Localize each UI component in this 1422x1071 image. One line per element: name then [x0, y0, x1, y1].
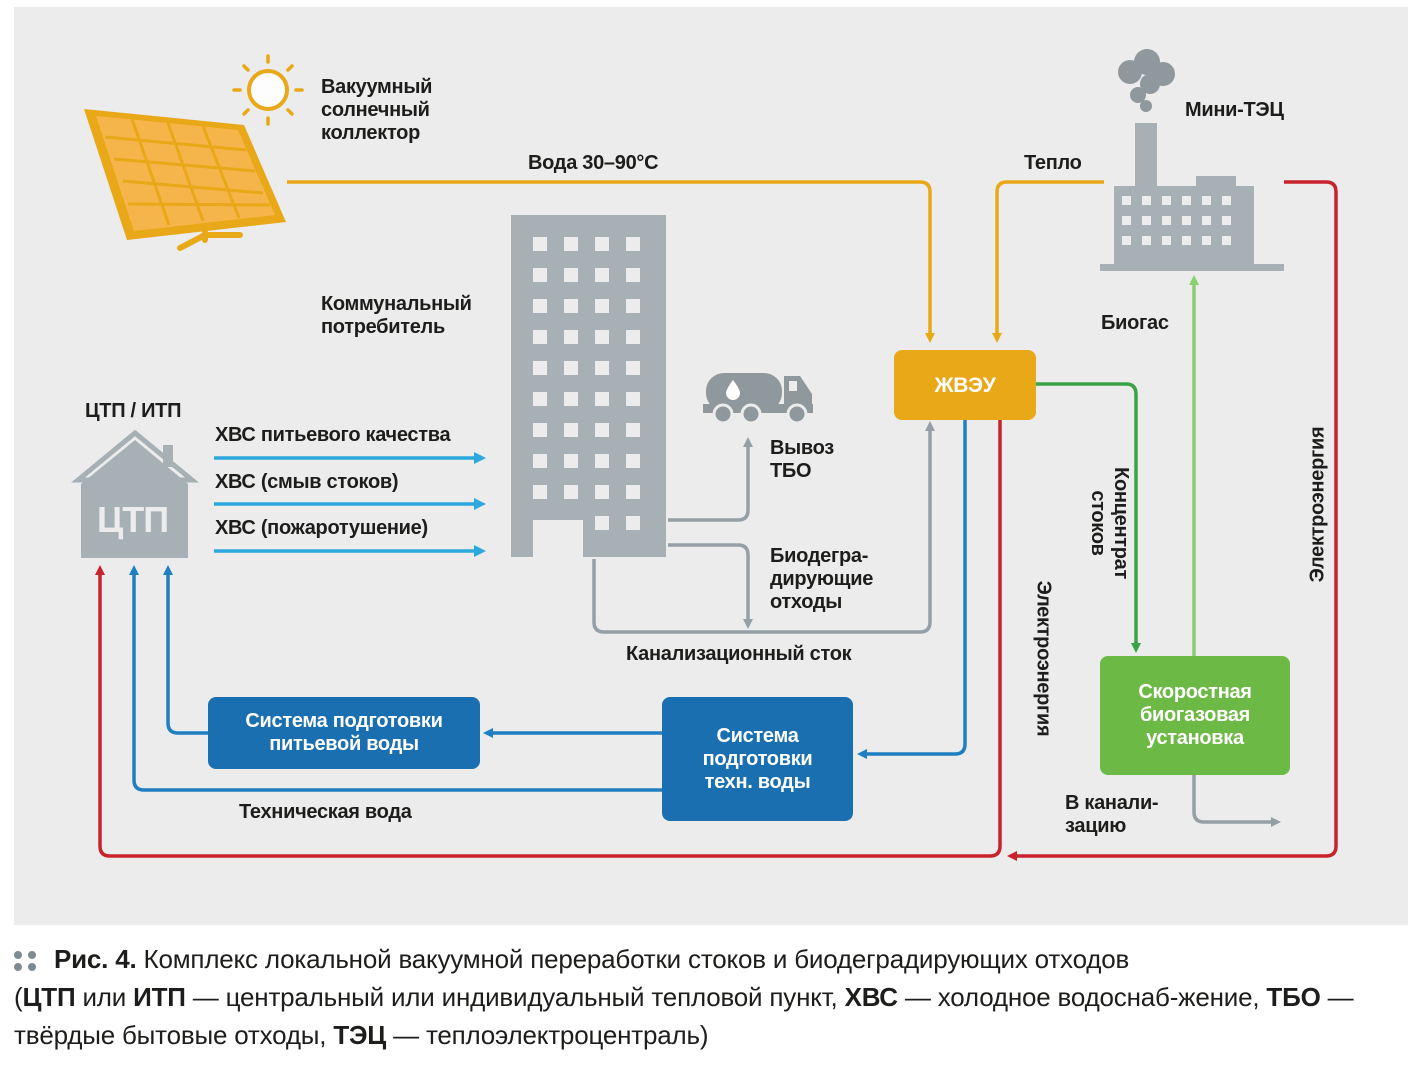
tech-water-label: Техническая вода — [239, 801, 412, 823]
building-window — [533, 268, 547, 282]
caption-abbr: ИТП — [133, 982, 186, 1012]
building-window — [564, 392, 578, 406]
tech-water-prep-box: Система подготовки техн. воды — [662, 697, 853, 821]
cold-water-fire-label: ХВС (пожаротушение) — [215, 517, 428, 539]
building-window — [626, 454, 640, 468]
building-window — [626, 299, 640, 313]
building-window — [595, 237, 609, 251]
sun-icon — [232, 54, 304, 126]
biogas-plant-box: Скоростная биогазовая установка — [1100, 656, 1290, 775]
biogas-label: Биогас — [1101, 312, 1169, 334]
building-window — [595, 268, 609, 282]
building-window — [564, 299, 578, 313]
building-window — [595, 299, 609, 313]
building-window — [626, 392, 640, 406]
building-window — [626, 516, 640, 530]
caption-text: — теплоэлектроцентраль) — [386, 1020, 709, 1050]
building-window — [564, 361, 578, 375]
building-window — [564, 454, 578, 468]
caption-abbr: ТЭЦ — [333, 1020, 387, 1050]
caption-abbr: ЦТП — [22, 982, 76, 1012]
figure-title: Комплекс локальной вакуумной переработки… — [136, 944, 1130, 974]
caption-text: — твёрдые бытовые отходы, — [14, 982, 1354, 1050]
mini-chp-label: Мини-ТЭЦ — [1185, 99, 1284, 121]
building-window — [533, 392, 547, 406]
to-sewer-label: В канали- зацию — [1065, 792, 1159, 837]
building-window — [564, 423, 578, 437]
sewage-label: Канализационный сток — [626, 643, 852, 665]
building-window — [595, 485, 609, 499]
building-window — [595, 454, 609, 468]
caption-abbr: ТБО — [1266, 982, 1321, 1012]
caption-abbr: ХВС — [844, 982, 899, 1012]
building-window — [595, 361, 609, 375]
drinking-to-ctp-line — [163, 565, 208, 735]
electricity-chp-line — [1007, 180, 1338, 861]
caption-text: — холодное водоснаб-жение, — [897, 982, 1267, 1012]
building-window — [564, 268, 578, 282]
building-window — [626, 237, 640, 251]
electricity-ctp-line — [95, 420, 1002, 858]
caption-text: — центральный или индивидуальный теплово… — [185, 982, 845, 1012]
figure-number: Рис. 4. — [54, 944, 137, 974]
ctp-itp-label: ЦТП / ИТП — [85, 400, 182, 422]
heat-line — [992, 180, 1104, 343]
ctp-sign-label: ЦТП — [97, 499, 169, 540]
building-window — [564, 237, 578, 251]
building-window — [595, 392, 609, 406]
building-window — [595, 330, 609, 344]
electricity-right-label: Электроэнергия — [1306, 426, 1329, 583]
building-window — [533, 485, 547, 499]
caption-text: ( — [14, 982, 23, 1012]
building-window — [533, 299, 547, 313]
figure-caption: Рис. 4. Комплекс локальной вакуумной пер… — [14, 940, 1410, 1054]
mini-chp-icon — [1100, 49, 1284, 271]
solar-panel-icon — [84, 109, 286, 251]
msw-line — [668, 437, 753, 522]
building-window — [626, 268, 640, 282]
bullet-dots-icon — [14, 951, 40, 972]
solar-collector-label: Вакуумный солнечный коллектор — [321, 76, 433, 144]
drinking-water-prep-box: Система подготовки питьевой воды — [208, 697, 480, 769]
building-window — [564, 485, 578, 499]
to-sewer-line — [1192, 775, 1281, 827]
sewage-line — [592, 421, 935, 634]
solar-water-line — [287, 180, 935, 343]
building-window — [626, 423, 640, 437]
building-window — [564, 330, 578, 344]
caption-text: или — [75, 982, 134, 1012]
ctp-house-icon — [71, 429, 199, 558]
water-temp-label: Вода 30–90°С — [528, 152, 659, 174]
biodegradable-label: Биодегра- дирующие отходы — [770, 545, 874, 613]
building-window — [626, 361, 640, 375]
biowaste-line — [668, 543, 753, 629]
building-window — [533, 361, 547, 375]
concentrate-line — [1036, 382, 1141, 653]
tanker-truck-icon — [703, 373, 813, 425]
building-window — [533, 454, 547, 468]
building-window — [533, 330, 547, 344]
consumer-label: Коммунальный потребитель — [321, 293, 472, 338]
concentrate-label: Концентрат стоков — [1087, 467, 1132, 579]
apartment-building-icon — [511, 215, 666, 557]
building-window — [626, 330, 640, 344]
building-window — [595, 423, 609, 437]
building-window — [533, 237, 547, 251]
cold-water-flush-label: ХВС (смыв стоков) — [215, 471, 399, 493]
tech-water-line — [129, 565, 662, 792]
building-window — [533, 423, 547, 437]
jveu-to-tech-line — [857, 420, 967, 759]
building-window — [595, 516, 609, 530]
msw-removal-label: Вывоз ТБО — [770, 437, 834, 482]
cold-water-potable-label: ХВС питьевого качества — [215, 424, 451, 446]
electricity-left-label: Электроэнергия — [1032, 580, 1055, 737]
heat-label: Тепло — [1024, 152, 1082, 174]
jveu-box: ЖВЭУ — [894, 350, 1036, 420]
building-window — [626, 485, 640, 499]
